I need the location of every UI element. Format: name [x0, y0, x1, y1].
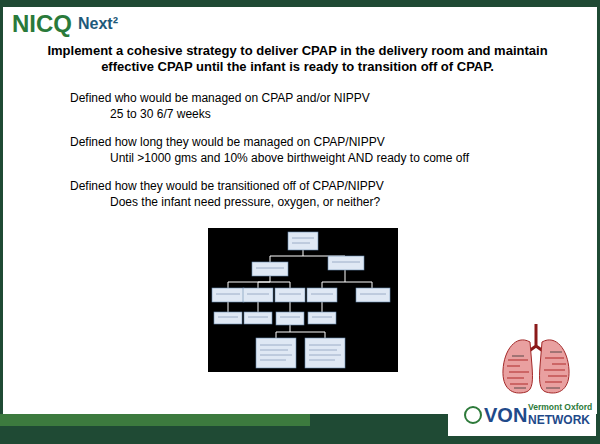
slide-heading: Implement a cohesive strategy to deliver… [20, 43, 575, 76]
logo-ring [465, 407, 481, 423]
step-detail: 25 to 30 6/7 weeks [110, 107, 211, 121]
logo-subword: NETWORK [528, 413, 590, 427]
logo-subword: Vermont Oxford [528, 402, 592, 412]
logo-panel [448, 398, 596, 436]
flowchart-image [208, 228, 398, 372]
logo-word: NICQ [12, 10, 72, 39]
logo-word: VON [484, 402, 527, 428]
step-heading: Defined how long they would be managed o… [70, 135, 385, 149]
logo-subword: Next² [78, 14, 118, 33]
step-detail: Does the infant need pressure, oxygen, o… [110, 195, 380, 209]
lungs-image [498, 318, 574, 402]
step-heading: Defined how they would be transitioned o… [70, 179, 384, 193]
step-detail: Until >1000 gms and 10% above birthweigh… [110, 151, 469, 165]
step-heading: Defined who would be managed on CPAP and… [70, 91, 370, 105]
